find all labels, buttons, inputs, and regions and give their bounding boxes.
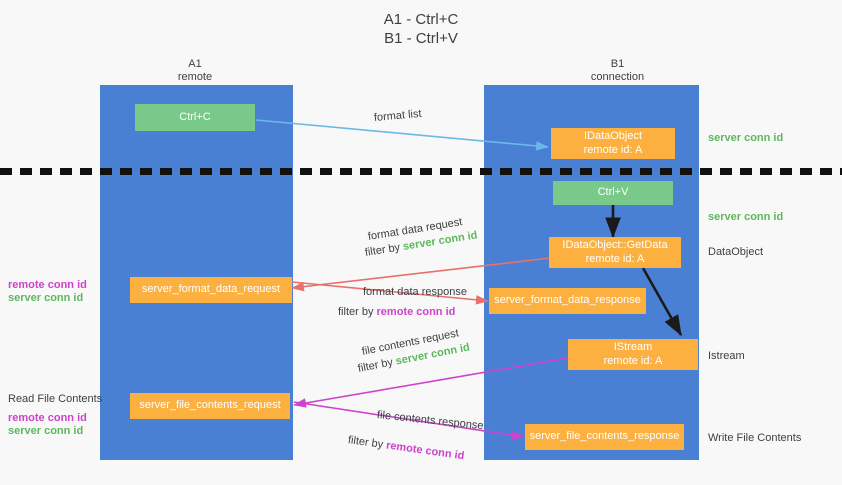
arrow-format-list: [255, 119, 549, 151]
box-ctrl-v-label: Ctrl+V: [597, 186, 629, 199]
side-label-format-remote-conn-id: remote conn id: [8, 279, 87, 291]
box-server-file-contents-request-label: server_file_contents_request: [139, 399, 281, 412]
title-line-2: B1 - Ctrl+V: [384, 30, 458, 47]
side-label-right-server-conn-id-top: server conn id: [708, 132, 784, 144]
side-label-format-server-conn-id: server conn id: [8, 292, 84, 304]
box-server-file-contents-response[interactable]: server_file_contents_response: [525, 424, 684, 450]
phase-separator-dashed-line: [0, 168, 842, 175]
arrow-format-data-response: [291, 281, 489, 305]
box-idataobject-getdata-line2: remote id: A: [585, 252, 645, 265]
column-header-a1: A1 remote: [130, 58, 260, 84]
box-idataobject-getdata[interactable]: IDataObject::GetData remote id: A: [549, 237, 681, 268]
box-istream-line2: remote id: A: [603, 354, 663, 367]
annotation-format-data-response-text: format data response: [363, 286, 467, 298]
box-idataobject-line1: IDataObject: [583, 130, 643, 142]
box-ctrl-c[interactable]: Ctrl+C: [135, 104, 255, 131]
side-label-right-dataobject: DataObject: [708, 246, 764, 258]
arrow-getdata-to-istream: [641, 267, 683, 337]
annotation-format-data-response-filter-prefix: filter by: [338, 306, 377, 318]
box-idataobject-line2: remote id: A: [583, 143, 643, 156]
side-label-right-istream: Istream: [708, 350, 745, 362]
box-server-file-contents-response-label: server_file_contents_response: [529, 430, 680, 443]
side-label-file-server-conn-id: server conn id: [8, 425, 84, 437]
arrow-file-contents-request: [293, 357, 569, 408]
column-header-b1-sub: connection: [590, 71, 645, 83]
arrow-format-data-request: [291, 257, 551, 292]
box-idataobject-getdata-line1: IDataObject::GetData: [562, 239, 668, 251]
side-label-right-write-file-contents: Write File Contents: [708, 432, 802, 444]
box-istream[interactable]: IStream remote id: A: [568, 339, 698, 370]
column-header-a1-sub: remote: [177, 71, 213, 83]
annotation-format-data-response: format data response: [363, 285, 467, 299]
side-label-file-remote-conn-id: remote conn id: [8, 412, 87, 424]
box-ctrl-v[interactable]: Ctrl+V: [553, 181, 673, 205]
box-istream-line1: IStream: [613, 341, 653, 353]
box-ctrl-c-label: Ctrl+C: [179, 110, 211, 123]
side-label-read-file-contents: Read File Contents: [8, 393, 103, 405]
annotation-format-data-response-filter-key: remote conn id: [376, 306, 456, 318]
side-label-right-server-conn-id-second: server conn id: [708, 211, 784, 223]
box-server-format-data-response-label: server_format_data_response: [494, 294, 641, 307]
box-server-format-data-request-label: server_format_data_request: [141, 283, 281, 296]
page-title: A1 - Ctrl+C B1 - Ctrl+V: [0, 10, 842, 48]
box-server-format-data-request[interactable]: server_format_data_request: [130, 277, 292, 303]
title-line-1: A1 - Ctrl+C: [383, 11, 459, 28]
column-header-a1-name: A1: [188, 58, 202, 70]
arrow-file-contents-response: [293, 401, 525, 440]
column-header-b1-name: B1: [610, 58, 625, 70]
annotation-format-data-response-filter: filter by remote conn id: [338, 305, 455, 319]
box-server-file-contents-request[interactable]: server_file_contents_request: [130, 393, 290, 419]
column-header-b1: B1 connection: [545, 58, 690, 84]
box-server-format-data-response[interactable]: server_format_data_response: [489, 288, 646, 314]
box-idataobject[interactable]: IDataObject remote id: A: [551, 128, 675, 159]
